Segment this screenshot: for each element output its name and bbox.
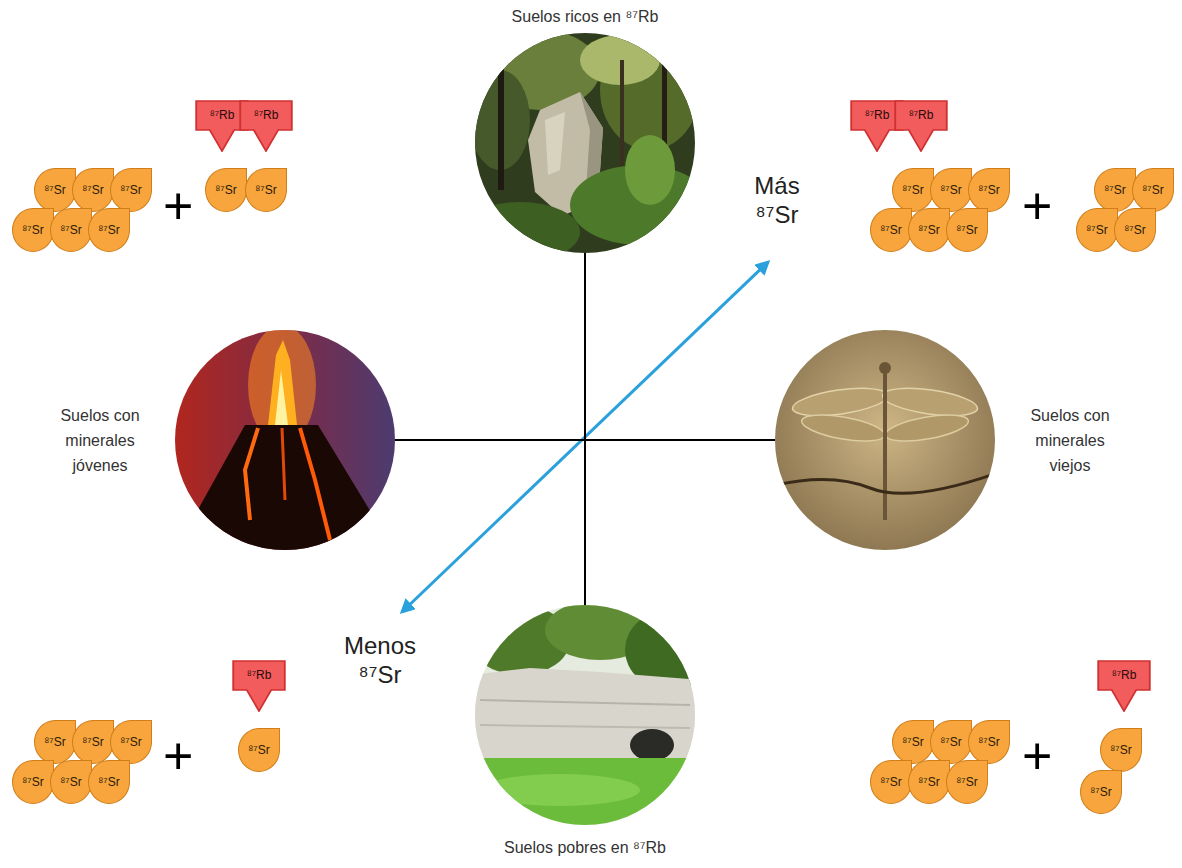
strontium-drop: ⁸⁷Sr <box>968 720 1010 764</box>
plus-sign: + <box>163 730 193 782</box>
strontium-drop: ⁸⁷Sr <box>205 168 247 212</box>
isotope-label: ⁸⁷Sr <box>22 775 43 789</box>
photo-circle: Suelos con minerales viejos <box>775 330 995 550</box>
rubidium-arrow: ⁸⁷Rb <box>894 100 948 152</box>
plus-sign: + <box>163 180 193 232</box>
soil-label: Suelos con minerales jóvenes <box>45 403 155 478</box>
isotope-label: ⁸⁷Sr <box>22 223 43 237</box>
isotope-label: ⁸⁷Rb <box>894 100 948 130</box>
isotope-label: ⁸⁷Sr <box>956 223 977 237</box>
photo-circle: Suelos ricos en ⁸⁷Rb <box>475 33 695 253</box>
strontium-drop: ⁸⁷Sr <box>34 168 76 212</box>
strontium-drop: ⁸⁷Sr <box>1080 770 1122 814</box>
isotope-label: ⁸⁷Sr <box>918 775 939 789</box>
cliff-photo <box>470 600 715 830</box>
strontium-drop: ⁸⁷Sr <box>946 760 988 804</box>
axis-line <box>395 439 775 441</box>
isotope-label: ⁸⁷Sr <box>1086 223 1107 237</box>
isotope-label: ⁸⁷Rb <box>232 660 286 690</box>
rubidium-arrow: ⁸⁷Rb <box>239 100 293 152</box>
strontium-drop: ⁸⁷Sr <box>870 760 912 804</box>
isotope-label: ⁸⁷Sr <box>902 735 923 749</box>
isotope-label: ⁸⁷Sr <box>956 775 977 789</box>
rubidium-arrow: ⁸⁷Rb <box>232 660 286 712</box>
strontium-drop: ⁸⁷Sr <box>908 208 950 252</box>
isotope-label: ⁸⁷Sr <box>60 223 81 237</box>
isotope-label: ⁸⁷Sr <box>978 183 999 197</box>
soil-label: Suelos con minerales viejos <box>1015 403 1125 478</box>
strontium-drop: ⁸⁷Sr <box>930 168 972 212</box>
strontium-drop: ⁸⁷Sr <box>908 760 950 804</box>
strontium-drop: ⁸⁷Sr <box>1114 208 1156 252</box>
isotope-label: ⁸⁷Sr <box>1104 183 1125 197</box>
photo-circle: Suelos pobres en ⁸⁷Rb <box>475 605 695 825</box>
soil-label: Suelos ricos en ⁸⁷Rb <box>435 4 735 29</box>
arrow-shape <box>1097 660 1151 712</box>
isotope-label: ⁸⁷Sr <box>1142 183 1163 197</box>
strontium-drop: ⁸⁷Sr <box>1076 208 1118 252</box>
strontium-drop: ⁸⁷Sr <box>34 720 76 764</box>
arrow-shape <box>239 100 293 152</box>
isotope-label: ⁸⁷Sr <box>248 743 269 757</box>
isotope-label: ⁸⁷Sr <box>60 775 81 789</box>
strontium-drop: ⁸⁷Sr <box>72 168 114 212</box>
isotope-label: ⁸⁷Sr <box>120 735 141 749</box>
strontium-drop: ⁸⁷Sr <box>88 760 130 804</box>
strontium-drop: ⁸⁷Sr <box>1132 168 1174 212</box>
isotope-label: ⁸⁷Sr <box>918 223 939 237</box>
photo-circle: Suelos con minerales jóvenes <box>175 330 395 550</box>
forest-photo <box>460 30 710 262</box>
strontium-drop: ⁸⁷Sr <box>930 720 972 764</box>
strontium-drop: ⁸⁷Sr <box>238 728 280 772</box>
isotope-label: ⁸⁷Sr <box>880 775 901 789</box>
plus-sign: + <box>1022 730 1052 782</box>
isotope-label: ⁸⁷Sr <box>1110 743 1131 757</box>
isotope-label: ⁸⁷Sr <box>255 183 276 197</box>
axis-label: Más ⁸⁷Sr <box>742 172 812 230</box>
strontium-drop: ⁸⁷Sr <box>870 208 912 252</box>
isotope-label: ⁸⁷Sr <box>880 223 901 237</box>
strontium-drop: ⁸⁷Sr <box>88 208 130 252</box>
plus-sign: + <box>1022 180 1052 232</box>
volcano-photo <box>170 325 400 560</box>
isotope-label: ⁸⁷Sr <box>940 735 961 749</box>
isotope-label: ⁸⁷Sr <box>98 775 119 789</box>
strontium-drop: ⁸⁷Sr <box>892 720 934 764</box>
strontium-drop: ⁸⁷Sr <box>50 760 92 804</box>
rubidium-arrow: ⁸⁷Rb <box>1097 660 1151 712</box>
strontium-drop: ⁸⁷Sr <box>12 760 54 804</box>
isotope-label: ⁸⁷Sr <box>98 223 119 237</box>
strontium-drop: ⁸⁷Sr <box>892 168 934 212</box>
strontium-drop: ⁸⁷Sr <box>946 208 988 252</box>
fossil-photo <box>770 325 1000 555</box>
isotope-label: ⁸⁷Sr <box>215 183 236 197</box>
isotope-label: ⁸⁷Sr <box>82 183 103 197</box>
isotope-label: ⁸⁷Sr <box>902 183 923 197</box>
isotope-label: ⁸⁷Sr <box>940 183 961 197</box>
isotope-label: ⁸⁷Sr <box>44 735 65 749</box>
strontium-drop: ⁸⁷Sr <box>968 168 1010 212</box>
isotope-label: ⁸⁷Sr <box>1090 785 1111 799</box>
strontium-drop: ⁸⁷Sr <box>110 168 152 212</box>
arrow-shape <box>894 100 948 152</box>
strontium-drop: ⁸⁷Sr <box>12 208 54 252</box>
arrow-shape <box>232 660 286 712</box>
isotope-label: ⁸⁷Sr <box>1124 223 1145 237</box>
axis-line <box>584 253 586 605</box>
axis-label: Menos ⁸⁷Sr <box>335 632 425 690</box>
isotope-label: ⁸⁷Sr <box>44 183 65 197</box>
strontium-drop: ⁸⁷Sr <box>110 720 152 764</box>
isotope-label: ⁸⁷Sr <box>978 735 999 749</box>
soil-label: Suelos pobres en ⁸⁷Rb <box>435 835 735 860</box>
isotope-label: ⁸⁷Sr <box>82 735 103 749</box>
isotope-label: ⁸⁷Rb <box>1097 660 1151 690</box>
strontium-drop: ⁸⁷Sr <box>1094 168 1136 212</box>
strontium-drop: ⁸⁷Sr <box>1100 728 1142 772</box>
strontium-drop: ⁸⁷Sr <box>245 168 287 212</box>
isotope-label: ⁸⁷Rb <box>239 100 293 130</box>
strontium-drop: ⁸⁷Sr <box>50 208 92 252</box>
strontium-drop: ⁸⁷Sr <box>72 720 114 764</box>
isotope-label: ⁸⁷Sr <box>120 183 141 197</box>
